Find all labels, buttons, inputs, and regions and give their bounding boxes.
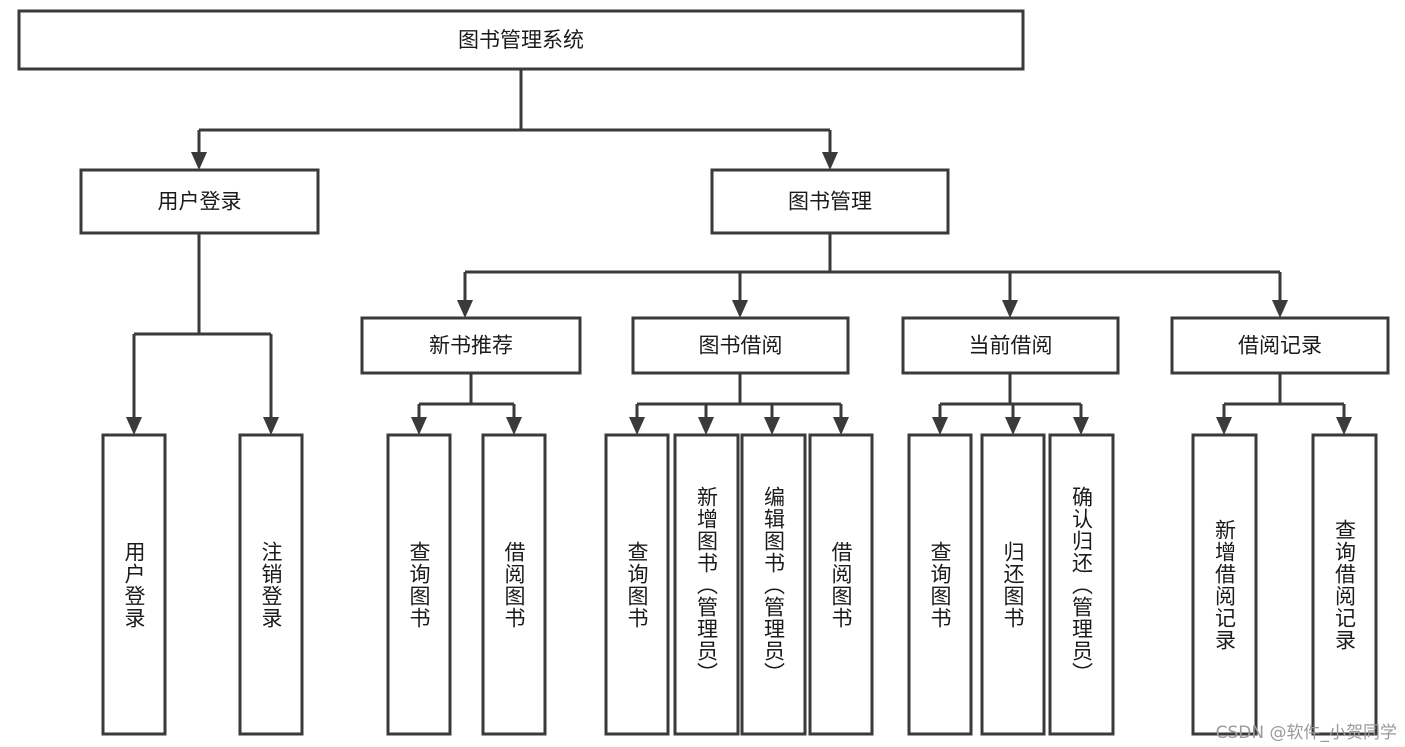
leaf-node-10-box[interactable] (1048, 433, 1115, 736)
manage-branch-1-arrow-head (732, 300, 748, 318)
level3-node-2-label: 当前借阅 (969, 334, 1053, 358)
level3-node-2-box[interactable] (901, 316, 1120, 375)
level3-node-3-box[interactable] (1170, 316, 1390, 375)
g2-branch-2-arrow-head (764, 417, 780, 435)
leaf-node-8-box[interactable] (907, 433, 973, 736)
leaf-node-5-box[interactable] (673, 433, 740, 736)
level3-node-0-box[interactable] (360, 316, 582, 375)
g4-branch-1-arrow-head (1336, 417, 1352, 435)
manage-branch-2-arrow-head (1002, 300, 1018, 318)
leaf-node-2-box[interactable] (386, 433, 452, 736)
root-branch-1-arrow-head (822, 152, 838, 170)
level3-node-1-label: 图书借阅 (699, 334, 783, 358)
level3-node-1-box[interactable] (631, 316, 850, 375)
level2-node-0-label: 用户登录 (158, 190, 242, 214)
level3-node-3-label: 借阅记录 (1238, 334, 1322, 358)
leaf-node-4-box[interactable] (604, 433, 670, 736)
leaf-node-1-box[interactable] (238, 433, 304, 736)
leaf-node-11-box[interactable] (1191, 433, 1258, 736)
level2-node-1-label: 图书管理 (788, 190, 872, 214)
g4-branch-0-arrow-head (1216, 417, 1232, 435)
level2-node-1-box[interactable] (710, 168, 950, 235)
g2-branch-3-arrow-head (833, 417, 849, 435)
leaf-node-12-box[interactable] (1311, 433, 1378, 736)
login-branch-1-arrow-head (263, 417, 279, 435)
root-node-label: 图书管理系统 (458, 28, 584, 52)
watermark-text: CSDN @软件_小贺同学 (1215, 723, 1397, 743)
manage-branch-3-arrow-head (1272, 300, 1288, 318)
level3-node-0-label: 新书推荐 (429, 334, 513, 358)
leaf-node-3-box[interactable] (481, 433, 547, 736)
g1-branch-1-arrow-head (506, 417, 522, 435)
root-branch-0-arrow-head (191, 152, 207, 170)
g1-branch-0-arrow-head (411, 417, 427, 435)
root-node-box[interactable] (17, 9, 1025, 71)
leaf-node-6-box[interactable] (740, 433, 807, 736)
g2-branch-1-arrow-head (698, 417, 714, 435)
g3-branch-2-arrow-head (1073, 417, 1089, 435)
login-branch-0-arrow-head (126, 417, 142, 435)
leaf-node-0-box[interactable] (101, 433, 167, 736)
leaf-node-9-box[interactable] (980, 433, 1046, 736)
g3-branch-1-arrow-head (1005, 417, 1021, 435)
g3-branch-0-arrow-head (932, 417, 948, 435)
g2-branch-0-arrow-head (629, 417, 645, 435)
leaf-node-7-box[interactable] (808, 433, 874, 736)
manage-branch-0-arrow-head (457, 300, 473, 318)
